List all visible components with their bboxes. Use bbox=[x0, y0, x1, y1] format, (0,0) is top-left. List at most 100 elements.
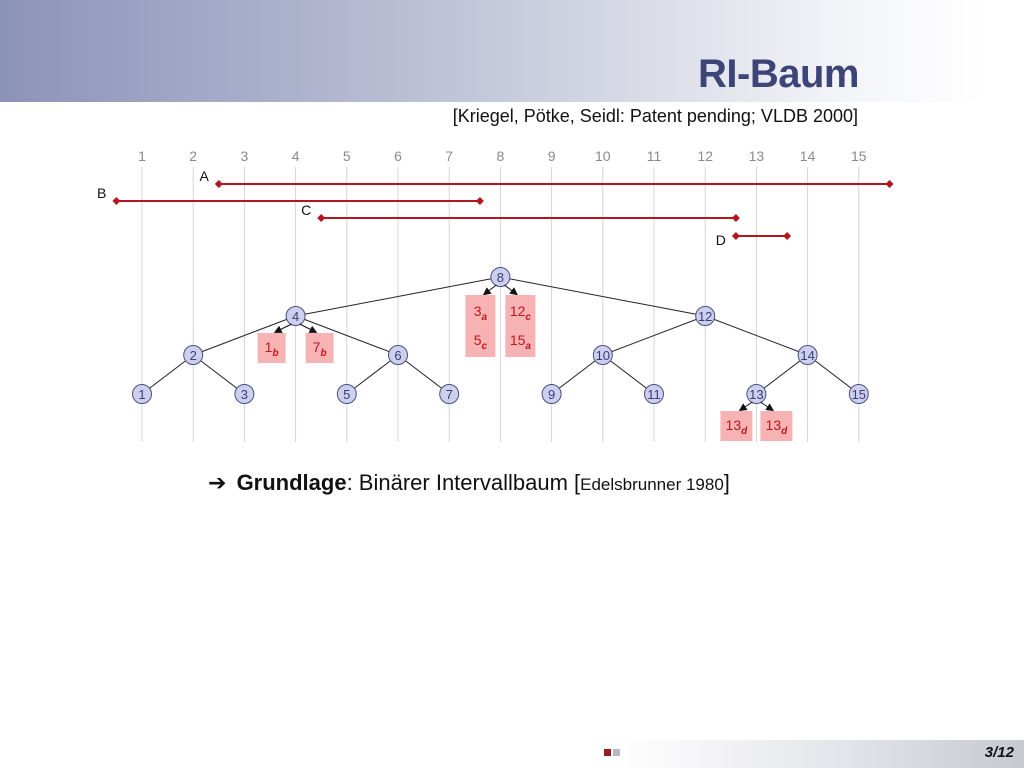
tree-node-label: 3 bbox=[241, 387, 248, 402]
tree-node bbox=[797, 345, 818, 365]
tree-node bbox=[388, 345, 408, 365]
endpoint-entry: 7b bbox=[313, 339, 327, 359]
endpoint-list bbox=[257, 333, 286, 363]
tree-edge bbox=[141, 354, 194, 395]
list-arrow bbox=[504, 284, 519, 296]
interval-endpoint bbox=[112, 197, 121, 205]
axis-tick-label: 1 bbox=[138, 148, 146, 164]
tree-edge bbox=[192, 354, 245, 395]
tree-node-label: 2 bbox=[190, 348, 197, 363]
tree-node-label: 8 bbox=[497, 270, 504, 285]
nav-square-icon[interactable] bbox=[613, 749, 620, 756]
interval-endpoint bbox=[317, 214, 326, 222]
interval-endpoint bbox=[731, 214, 740, 222]
tree-node-label: 10 bbox=[596, 348, 610, 363]
tree-edge bbox=[756, 354, 808, 395]
axis-tick-label: 11 bbox=[647, 148, 662, 164]
tree-node-label: 12 bbox=[698, 309, 712, 324]
slide-title: RI-Baum bbox=[698, 52, 859, 96]
endpoint-list bbox=[505, 295, 536, 357]
tree-node-label: 15 bbox=[852, 387, 866, 402]
tree-edge bbox=[295, 276, 501, 317]
interval-endpoint bbox=[783, 232, 792, 240]
arrow-right-icon: ➔ bbox=[208, 470, 227, 495]
list-arrow bbox=[273, 323, 292, 333]
axis-tick-label: 10 bbox=[595, 148, 611, 164]
interval-endpoint bbox=[885, 180, 894, 188]
endpoint-entry: 13d bbox=[726, 417, 749, 437]
tree-node-label: 6 bbox=[394, 348, 401, 363]
tree-node bbox=[695, 306, 716, 326]
header-band bbox=[0, 0, 1024, 102]
axis-tick-label: 7 bbox=[445, 148, 453, 164]
axis-tick-label: 13 bbox=[749, 148, 765, 164]
tree-node bbox=[746, 384, 767, 404]
axis-tick-label: 8 bbox=[497, 148, 505, 164]
axis-tick-label: 3 bbox=[241, 148, 249, 164]
endpoint-entry: 13d bbox=[766, 417, 789, 437]
endpoint-entry: 15a bbox=[510, 332, 532, 352]
axis-tick-label: 12 bbox=[697, 148, 713, 164]
tree-node bbox=[541, 384, 562, 404]
caption: ➔ Grundlage: Binärer Intervallbaum [Edel… bbox=[208, 470, 730, 496]
caption-text: : Binärer Intervallbaum [ bbox=[346, 470, 581, 495]
tree-edge bbox=[551, 354, 604, 395]
tree-edge bbox=[193, 315, 296, 356]
tree-node bbox=[592, 345, 613, 365]
slide-nav bbox=[604, 749, 620, 756]
axis-tick-label: 6 bbox=[394, 148, 402, 164]
endpoint-entry: 5c bbox=[474, 332, 488, 352]
list-arrow bbox=[299, 323, 318, 333]
caption-citation: Edelsbrunner 1980 bbox=[580, 475, 724, 494]
caption-close: ] bbox=[723, 470, 730, 495]
tree-node-label: 5 bbox=[343, 387, 350, 402]
tree-edge bbox=[500, 276, 706, 317]
slide-subtitle: [Kriegel, Pötke, Seidl: Patent pending; … bbox=[452, 106, 858, 126]
page-number: 3/12 bbox=[984, 744, 1014, 761]
axis-tick-label: 9 bbox=[548, 148, 556, 164]
tree-node bbox=[336, 384, 357, 404]
interval-endpoint bbox=[214, 180, 223, 188]
tree-node bbox=[285, 306, 306, 326]
list-arrow bbox=[738, 401, 753, 412]
axis-tick-label: 4 bbox=[292, 148, 300, 164]
tree-node bbox=[234, 384, 255, 404]
footer-band bbox=[0, 740, 1024, 768]
tree-node-label: 4 bbox=[292, 309, 299, 324]
tree-edge bbox=[705, 315, 808, 356]
axis-tick-label: 5 bbox=[343, 148, 351, 164]
tree-node-label: 14 bbox=[800, 348, 814, 363]
tree-node-label: 7 bbox=[446, 387, 453, 402]
tree-edge bbox=[807, 354, 860, 395]
interval-endpoint bbox=[731, 232, 740, 240]
tree-edge bbox=[295, 315, 399, 356]
endpoint-entry: 3a bbox=[474, 303, 488, 323]
caption-bold: Grundlage bbox=[236, 470, 347, 495]
interval-label: C bbox=[301, 202, 311, 218]
tree-edge bbox=[602, 315, 706, 356]
axis-tick-label: 14 bbox=[800, 148, 816, 164]
list-arrow bbox=[482, 284, 497, 296]
interval-label: A bbox=[199, 168, 209, 184]
endpoint-list bbox=[465, 295, 496, 357]
endpoint-entry: 1b bbox=[265, 339, 279, 359]
tree-node-label: 13 bbox=[749, 387, 763, 402]
interval-label: D bbox=[716, 232, 726, 248]
tree-edge bbox=[346, 354, 399, 395]
interval-label: B bbox=[97, 185, 106, 201]
tree-node bbox=[848, 384, 869, 404]
endpoint-entry: 12c bbox=[510, 303, 532, 323]
interval-endpoint bbox=[475, 197, 484, 205]
tree-node bbox=[490, 267, 511, 287]
tree-node-label: 11 bbox=[647, 387, 661, 402]
tree-node bbox=[439, 384, 460, 404]
tree-node bbox=[132, 384, 152, 404]
endpoint-list bbox=[305, 333, 334, 363]
endpoint-list bbox=[760, 411, 793, 441]
tree-node bbox=[183, 345, 204, 365]
list-arrow bbox=[760, 401, 775, 412]
tree-edge bbox=[397, 354, 450, 395]
axis-tick-label: 2 bbox=[189, 148, 197, 164]
nav-square-active-icon[interactable] bbox=[604, 749, 611, 756]
